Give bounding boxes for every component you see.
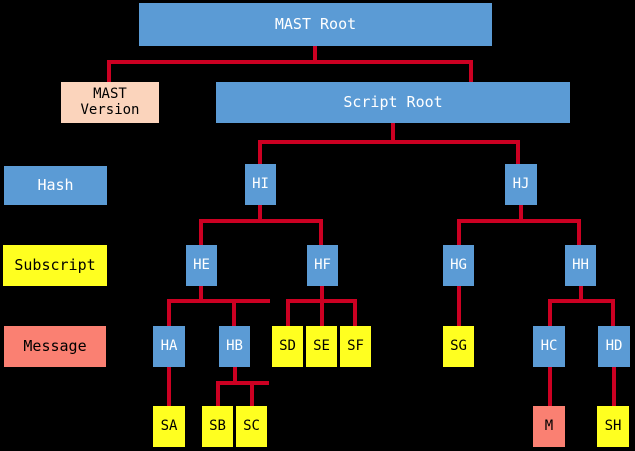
edge-hf-stem — [320, 285, 324, 302]
node-hj[interactable]: HJ — [505, 164, 537, 205]
edge-he-to-ha — [167, 299, 171, 327]
node-hd[interactable]: HD — [598, 326, 630, 367]
edge-hb-to-sb — [216, 381, 220, 408]
edge-hj-to-hh — [577, 219, 581, 246]
edge-mastroot-to-mastversion — [107, 60, 111, 83]
node-mast-version[interactable]: MAST Version — [61, 82, 159, 123]
legend-item-hash: Hash — [4, 166, 107, 205]
node-sb[interactable]: SB — [202, 406, 233, 447]
node-hh[interactable]: HH — [565, 245, 596, 286]
edge-scriptroot-bus — [258, 140, 520, 144]
edge-hb-to-sc — [250, 381, 254, 408]
edge-hf-to-sf — [353, 299, 357, 327]
node-sg[interactable]: SG — [443, 326, 474, 367]
edge-hh-bus — [548, 299, 614, 303]
edge-hi-to-hf — [319, 219, 323, 246]
edge-he-to-hb — [232, 299, 236, 327]
node-sa[interactable]: SA — [153, 406, 185, 447]
node-hb[interactable]: HB — [219, 326, 250, 367]
edge-hf-to-se — [320, 299, 324, 327]
edge-mastroot-bus — [107, 60, 473, 64]
node-se[interactable]: SE — [306, 326, 337, 367]
node-sc[interactable]: SC — [236, 406, 267, 447]
edge-scriptroot-stem — [391, 123, 395, 143]
edge-hb-bus — [216, 381, 269, 385]
edge-he-stem — [199, 285, 203, 302]
node-sd[interactable]: SD — [272, 326, 303, 367]
edge-hi-bus — [199, 219, 323, 223]
node-ha[interactable]: HA — [153, 326, 185, 367]
node-sf[interactable]: SF — [340, 326, 371, 367]
edge-scriptroot-to-hi — [258, 140, 262, 165]
node-hf[interactable]: HF — [307, 245, 338, 286]
edge-hi-to-he — [199, 219, 203, 246]
edge-hg-to-sg — [457, 285, 461, 327]
edge-hf-to-sd — [286, 299, 290, 327]
node-sh[interactable]: SH — [597, 406, 629, 447]
edge-hj-to-hg — [457, 219, 461, 246]
legend-item-subscript: Subscript — [3, 245, 107, 286]
edge-scriptroot-to-hj — [516, 140, 520, 165]
node-mast-root[interactable]: MAST Root — [139, 3, 492, 46]
legend-item-message: Message — [4, 326, 106, 367]
edge-hh-to-hc — [548, 299, 552, 327]
edge-hc-to-m — [548, 366, 552, 408]
edge-hh-stem — [579, 285, 583, 302]
edge-hb-stem — [233, 366, 237, 383]
edge-hj-bus — [457, 219, 581, 223]
node-script-root[interactable]: Script Root — [216, 82, 570, 123]
edge-ha-to-sa — [167, 366, 171, 408]
edge-hh-to-hd — [611, 299, 615, 327]
edge-hd-to-sh — [612, 366, 616, 408]
node-hc[interactable]: HC — [533, 326, 565, 367]
edge-mastroot-to-scriptroot — [469, 60, 473, 83]
edge-hj-stem — [519, 204, 523, 222]
node-hi[interactable]: HI — [245, 164, 276, 205]
node-he[interactable]: HE — [186, 245, 217, 286]
edge-mastroot-stem — [313, 45, 317, 62]
node-hg[interactable]: HG — [443, 245, 474, 286]
node-m[interactable]: M — [533, 406, 565, 447]
edge-he-bus — [167, 299, 270, 303]
edge-hi-stem — [258, 204, 262, 222]
